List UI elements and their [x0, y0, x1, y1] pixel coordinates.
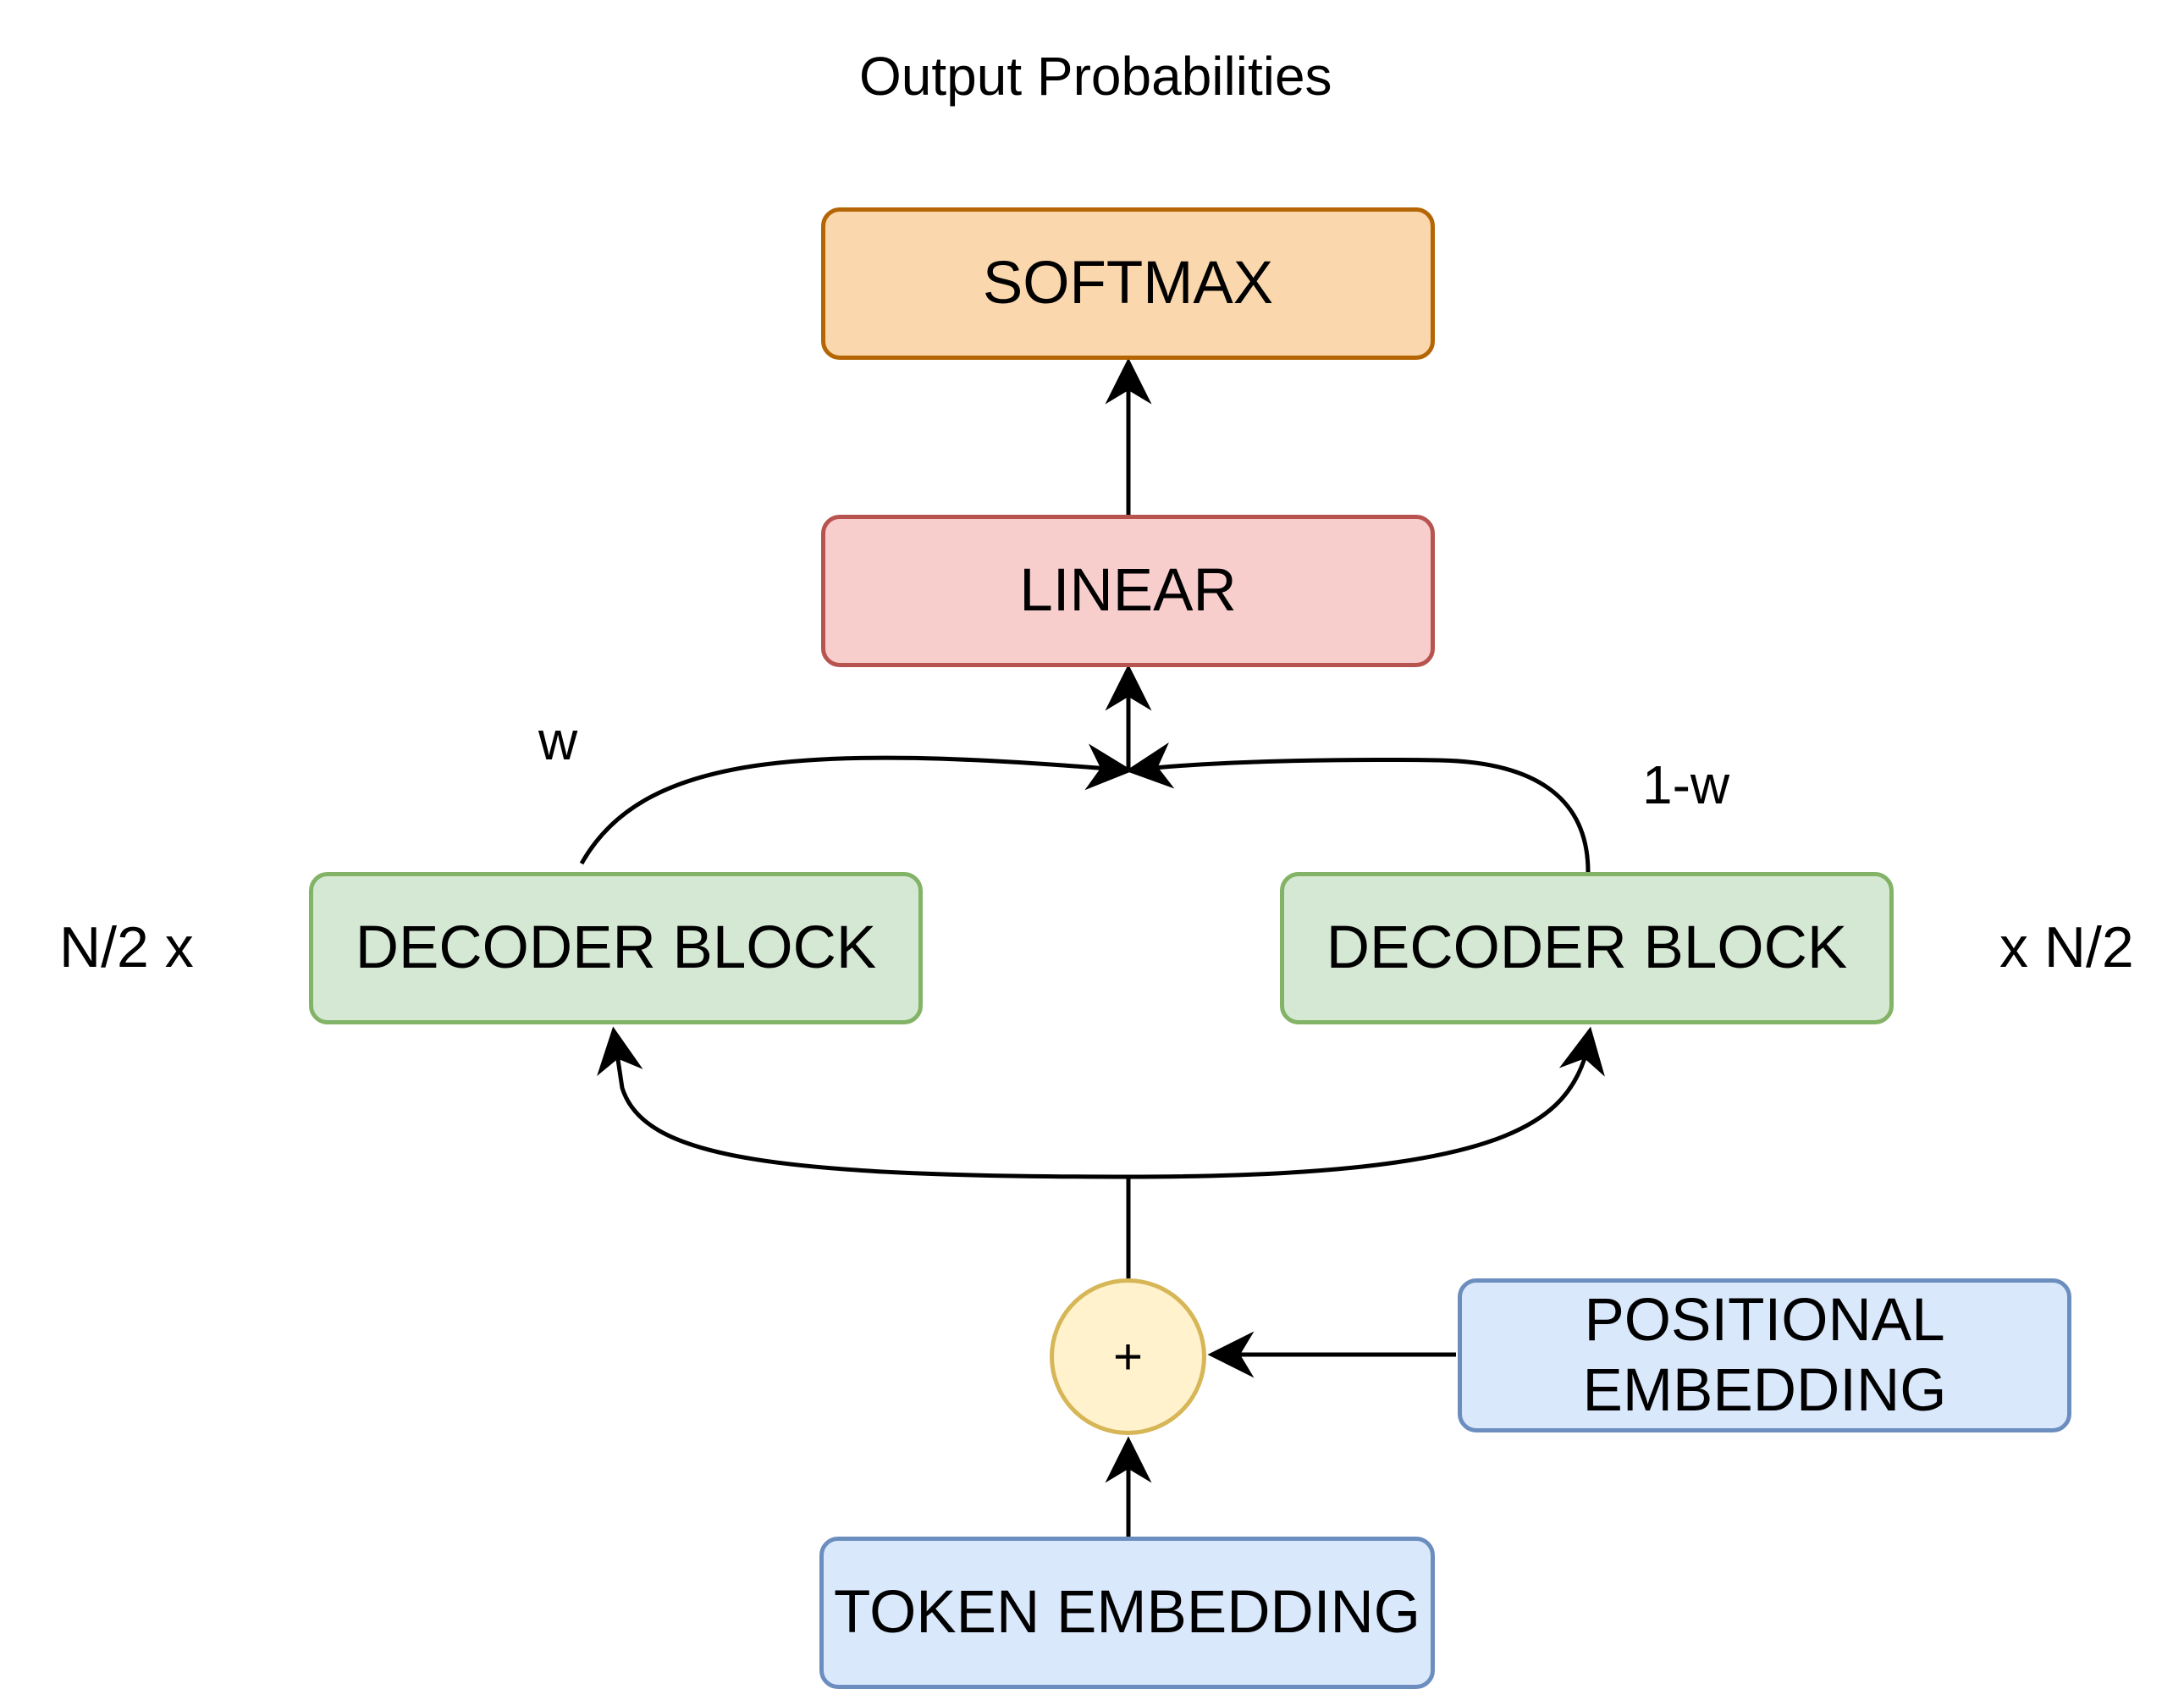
positional-embedding-label: POSITIONAL EMBEDDING: [1582, 1286, 1947, 1424]
repeat-label-right: x N/2: [1999, 915, 2134, 980]
decoder-block-right-label: DECODER BLOCK: [1326, 914, 1848, 982]
softmax-node: SOFTMAX: [821, 207, 1435, 360]
decoder-block-left: DECODER BLOCK: [309, 872, 923, 1024]
softmax-label: SOFTMAX: [982, 250, 1274, 317]
add-symbol: +: [1112, 1328, 1144, 1385]
linear-label: LINEAR: [1019, 557, 1237, 625]
arrow-split-to-left-decoder: [597, 1026, 1129, 1179]
token-embedding-label: TOKEN EMBEDDING: [833, 1579, 1420, 1647]
arrow-right-decoder-to-merge: [1125, 742, 1591, 873]
weight-label-right: 1-w: [1642, 754, 1730, 815]
decoder-block-right: DECODER BLOCK: [1280, 872, 1894, 1024]
repeat-label-left: N/2 x: [59, 915, 194, 980]
weight-label-left: w: [538, 710, 578, 771]
positional-embedding-node: POSITIONAL EMBEDDING: [1458, 1278, 2071, 1432]
arrow-left-decoder-to-merge: [579, 743, 1133, 865]
arrow-split-to-right-decoder: [1128, 1026, 1605, 1179]
add-node: +: [1050, 1278, 1206, 1435]
token-embedding-node: TOKEN EMBEDDING: [819, 1537, 1435, 1689]
linear-node: LINEAR: [821, 515, 1435, 667]
decoder-block-left-label: DECODER BLOCK: [355, 914, 877, 982]
diagram-title: Output Probabilities: [859, 46, 1332, 107]
